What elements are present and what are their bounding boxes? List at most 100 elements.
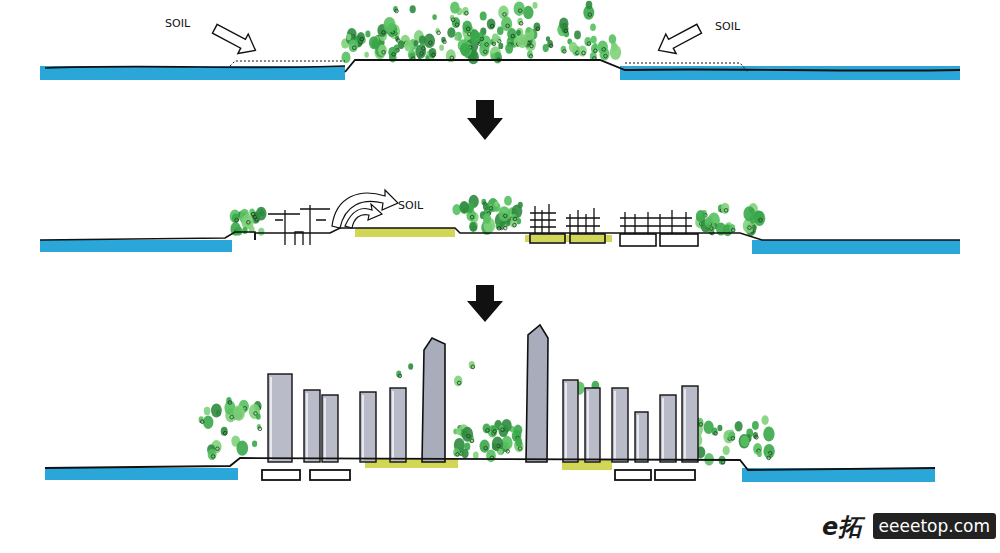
ground-line — [45, 458, 935, 470]
foliage — [450, 15, 455, 21]
foliage-outline — [492, 42, 496, 46]
soil-label: SOIL — [165, 17, 190, 30]
foliage — [723, 446, 730, 455]
foliage — [414, 40, 419, 46]
foliage-outline — [563, 50, 567, 54]
foliage-outline — [216, 447, 220, 451]
foliage — [491, 426, 497, 434]
foliage — [365, 31, 370, 38]
foliage — [256, 207, 267, 221]
foliage — [526, 28, 530, 33]
island-outline — [345, 60, 960, 72]
basement — [660, 234, 698, 246]
foliage-outline — [382, 51, 386, 55]
building-sketch — [530, 204, 692, 234]
foliage-outline — [518, 447, 522, 451]
foliage — [533, 2, 538, 9]
basement — [262, 470, 300, 480]
foliage — [447, 27, 455, 38]
foliage-outline — [511, 34, 515, 38]
foliage — [462, 21, 472, 34]
foliage — [369, 36, 379, 49]
basement — [570, 234, 605, 243]
foliage — [491, 53, 496, 59]
foliage — [459, 201, 469, 213]
foliage — [441, 37, 446, 43]
foliage-outline — [235, 218, 239, 222]
foliage — [342, 52, 351, 64]
foliage — [515, 438, 522, 447]
tower-highlight — [637, 415, 639, 460]
basement — [615, 470, 651, 480]
foliage-outline — [455, 23, 459, 27]
foliage — [586, 1, 593, 9]
foliage — [232, 213, 239, 223]
foliage — [348, 40, 358, 53]
foliage — [496, 223, 501, 229]
tower — [563, 380, 578, 462]
watermark-logo: e拓 — [822, 511, 862, 543]
foliage — [378, 45, 387, 56]
foliage — [498, 43, 503, 49]
foliage-outline — [467, 434, 471, 438]
foliage-outline — [731, 437, 735, 441]
foliage-outline — [587, 42, 591, 46]
foliage-outline — [471, 365, 475, 369]
foliage — [396, 371, 401, 378]
basement — [310, 470, 350, 480]
foliage — [735, 421, 743, 431]
tower — [304, 390, 320, 462]
foliage-outline — [200, 420, 204, 424]
foliage-outline — [549, 44, 553, 48]
foliage — [221, 427, 228, 436]
tower-highlight — [362, 395, 364, 460]
foliage — [236, 441, 248, 456]
foliage — [534, 22, 541, 31]
foliage-outline — [489, 207, 493, 211]
foliage — [763, 427, 774, 442]
foliage — [424, 34, 435, 49]
foliage-outline — [759, 219, 763, 223]
foliage — [204, 407, 211, 415]
foliage — [203, 416, 213, 429]
tower — [635, 412, 648, 462]
soil-label: SOIL — [398, 199, 423, 212]
foliage-outline — [443, 40, 447, 44]
foliage — [235, 226, 242, 235]
foliage-outline — [588, 13, 592, 17]
foliage — [499, 424, 509, 437]
foliage-outline — [395, 9, 399, 13]
tower — [682, 386, 698, 462]
foliage-outline — [429, 41, 433, 45]
foliage-outline — [721, 460, 725, 464]
foliage-outline — [451, 18, 455, 22]
ground-line — [255, 228, 960, 240]
foliage-outline — [714, 432, 718, 436]
foliage — [517, 18, 523, 25]
foliage — [498, 449, 503, 455]
foliage-outline — [536, 27, 540, 31]
stage-three — [45, 325, 935, 482]
foliage — [494, 201, 498, 206]
foliage — [591, 36, 597, 44]
tower — [268, 374, 292, 462]
foliage — [199, 416, 204, 423]
foliage-outline — [513, 223, 517, 227]
tower-highlight — [662, 398, 664, 460]
foliage — [757, 451, 762, 457]
tower-highlight — [684, 389, 686, 460]
foliage — [364, 52, 369, 58]
tower — [322, 395, 338, 462]
foliage — [527, 51, 533, 59]
foliage — [252, 440, 257, 447]
foliage — [357, 32, 365, 42]
foliage — [721, 203, 730, 214]
foliage-outline — [518, 9, 522, 13]
foliage-outline — [422, 47, 426, 51]
foliage — [410, 5, 416, 13]
foliage-outline — [484, 50, 488, 54]
tower — [612, 388, 628, 462]
foliage-outline — [352, 46, 356, 50]
water — [752, 240, 960, 254]
tower-highlight — [587, 391, 589, 460]
